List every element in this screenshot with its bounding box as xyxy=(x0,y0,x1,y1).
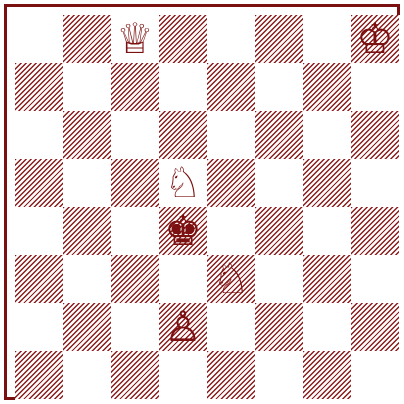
square-a2[interactable] xyxy=(15,303,63,351)
white-queen-icon[interactable]: ♕ xyxy=(116,18,154,60)
square-d3[interactable] xyxy=(159,255,207,303)
square-d4[interactable]: ♚ xyxy=(159,207,207,255)
square-a4[interactable] xyxy=(15,207,63,255)
white-king-icon[interactable]: ♔ xyxy=(356,18,394,60)
square-b1[interactable] xyxy=(63,351,111,399)
square-c5[interactable] xyxy=(111,159,159,207)
square-g6[interactable] xyxy=(303,111,351,159)
square-d7[interactable] xyxy=(159,63,207,111)
square-g4[interactable] xyxy=(303,207,351,255)
square-h4[interactable] xyxy=(351,207,399,255)
square-e8[interactable] xyxy=(207,15,255,63)
square-e7[interactable] xyxy=(207,63,255,111)
square-h8[interactable]: ♔ xyxy=(351,15,399,63)
square-e5[interactable] xyxy=(207,159,255,207)
black-king-icon[interactable]: ♚ xyxy=(164,210,202,252)
square-d6[interactable] xyxy=(159,111,207,159)
square-e2[interactable] xyxy=(207,303,255,351)
square-e6[interactable] xyxy=(207,111,255,159)
square-b3[interactable] xyxy=(63,255,111,303)
white-knight-icon[interactable]: ♘ xyxy=(164,162,202,204)
square-a5[interactable] xyxy=(15,159,63,207)
square-h6[interactable] xyxy=(351,111,399,159)
square-f7[interactable] xyxy=(255,63,303,111)
square-a8[interactable] xyxy=(15,15,63,63)
square-c8[interactable]: ♕ xyxy=(111,15,159,63)
white-knight-icon[interactable]: ♘ xyxy=(212,258,250,300)
square-c6[interactable] xyxy=(111,111,159,159)
white-pawn-icon[interactable]: ♙ xyxy=(164,306,202,348)
square-f4[interactable] xyxy=(255,207,303,255)
square-g3[interactable] xyxy=(303,255,351,303)
square-c4[interactable] xyxy=(111,207,159,255)
square-f2[interactable] xyxy=(255,303,303,351)
square-b6[interactable] xyxy=(63,111,111,159)
square-e4[interactable] xyxy=(207,207,255,255)
square-c2[interactable] xyxy=(111,303,159,351)
square-b2[interactable] xyxy=(63,303,111,351)
square-d8[interactable] xyxy=(159,15,207,63)
square-b8[interactable] xyxy=(63,15,111,63)
square-a6[interactable] xyxy=(15,111,63,159)
square-h7[interactable] xyxy=(351,63,399,111)
square-d2[interactable]: ♙ xyxy=(159,303,207,351)
square-a3[interactable] xyxy=(15,255,63,303)
square-d5[interactable]: ♘ xyxy=(159,159,207,207)
square-b4[interactable] xyxy=(63,207,111,255)
square-h3[interactable] xyxy=(351,255,399,303)
square-g1[interactable] xyxy=(303,351,351,399)
square-g5[interactable] xyxy=(303,159,351,207)
square-g7[interactable] xyxy=(303,63,351,111)
chess-board: ♕♔♘♚♘♙ xyxy=(15,15,400,400)
square-g2[interactable] xyxy=(303,303,351,351)
square-a1[interactable] xyxy=(15,351,63,399)
square-c7[interactable] xyxy=(111,63,159,111)
square-e1[interactable] xyxy=(207,351,255,399)
square-a7[interactable] xyxy=(15,63,63,111)
square-h2[interactable] xyxy=(351,303,399,351)
square-h1[interactable] xyxy=(351,351,399,399)
square-f6[interactable] xyxy=(255,111,303,159)
square-f3[interactable] xyxy=(255,255,303,303)
square-h5[interactable] xyxy=(351,159,399,207)
square-f1[interactable] xyxy=(255,351,303,399)
square-f5[interactable] xyxy=(255,159,303,207)
square-g8[interactable] xyxy=(303,15,351,63)
square-f8[interactable] xyxy=(255,15,303,63)
square-c1[interactable] xyxy=(111,351,159,399)
square-e3[interactable]: ♘ xyxy=(207,255,255,303)
square-c3[interactable] xyxy=(111,255,159,303)
square-b5[interactable] xyxy=(63,159,111,207)
square-d1[interactable] xyxy=(159,351,207,399)
square-b7[interactable] xyxy=(63,63,111,111)
